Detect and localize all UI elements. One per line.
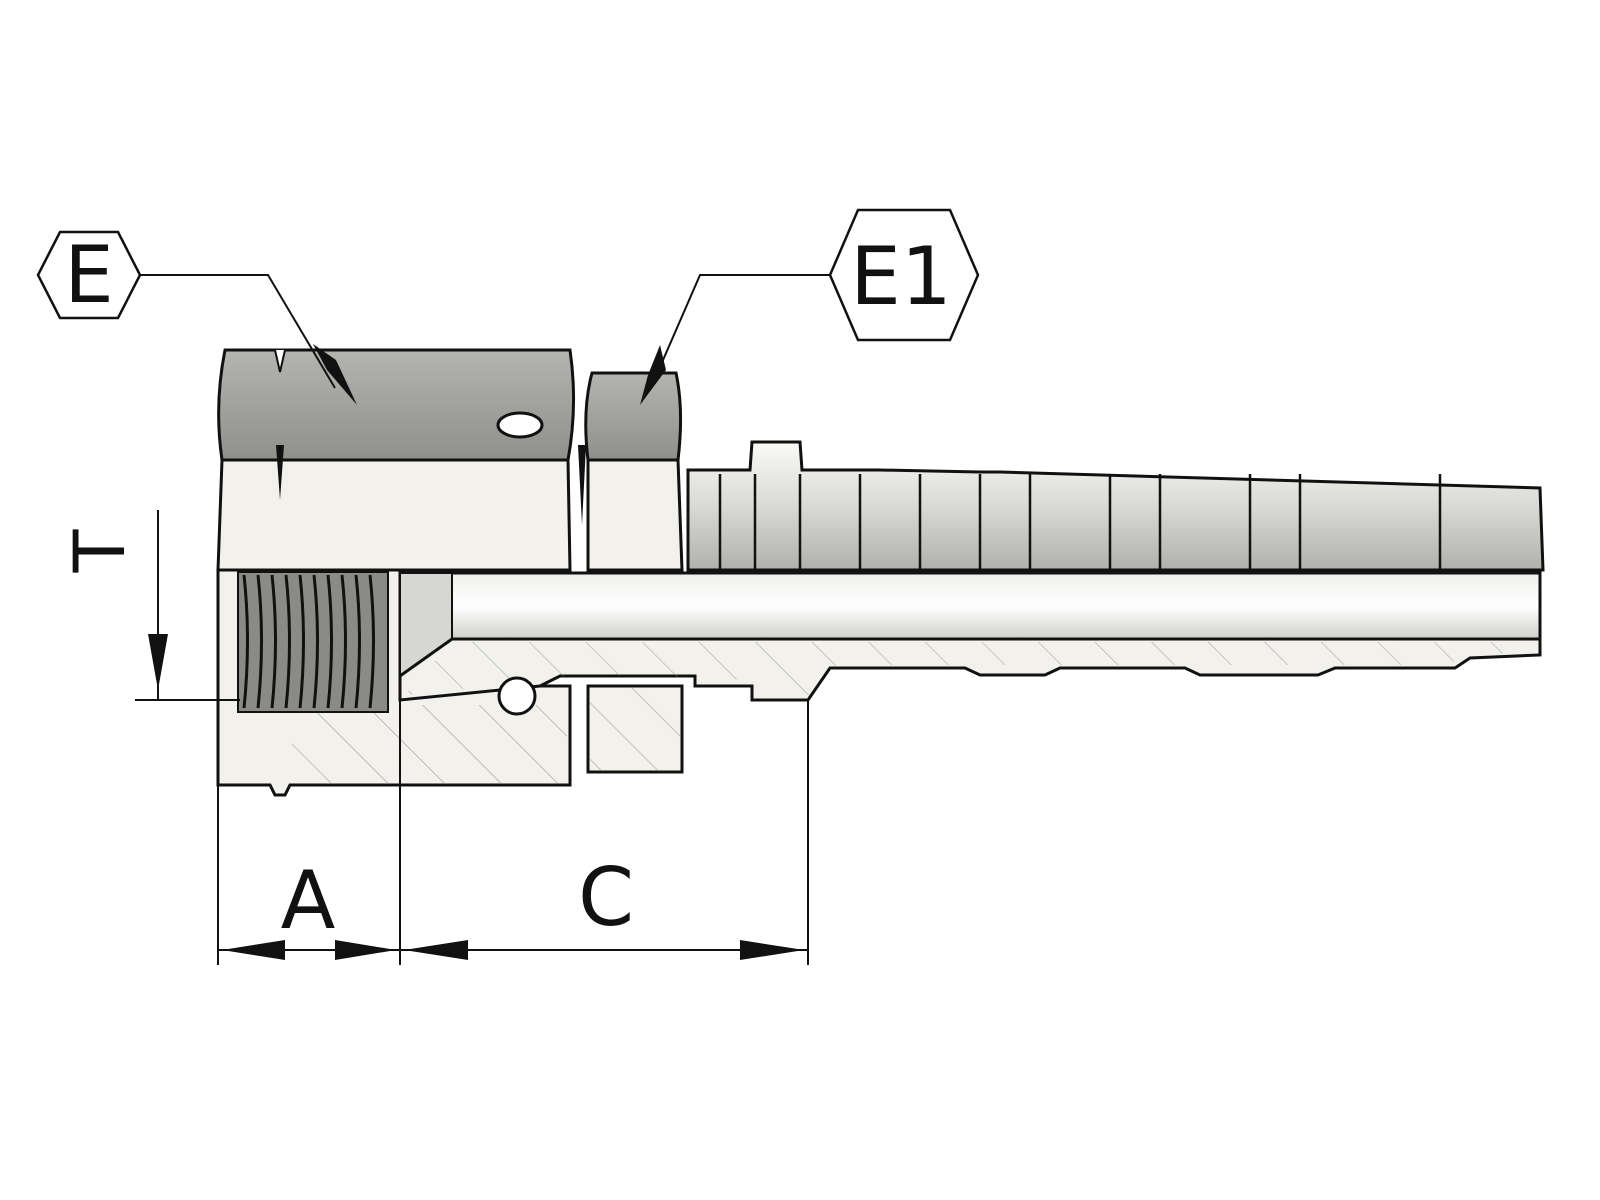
- arrowhead-a-right: [335, 940, 396, 960]
- arrowhead-e1: [640, 345, 666, 405]
- thread-line: [354, 574, 361, 709]
- dimension-a: A: [217, 700, 401, 965]
- bore: [398, 571, 1542, 641]
- dimension-t: T: [59, 510, 240, 701]
- arrowhead-e: [313, 344, 357, 405]
- nut-hex-band: [217, 348, 576, 462]
- label-a: A: [281, 854, 336, 947]
- nut-hatch-area: [292, 705, 567, 783]
- tail-outline: [686, 440, 1545, 572]
- thread-line: [326, 574, 333, 709]
- leader-e: [140, 274, 336, 389]
- thread-line: [256, 574, 263, 709]
- label-e: E: [64, 231, 113, 321]
- label-c: C: [578, 851, 634, 944]
- hose-tail-upper: [686, 440, 1545, 572]
- label-t: T: [59, 529, 141, 573]
- label-e1-hexagon: [828, 208, 980, 342]
- thread-line: [270, 574, 277, 709]
- hose-tail-lower: [398, 637, 1542, 716]
- nut-light-band: [216, 458, 572, 572]
- nut-oval-hole: [496, 411, 544, 439]
- nut-top-notch: [274, 349, 286, 373]
- hex-e1-light-band: [586, 458, 684, 572]
- arrowhead-t: [148, 634, 168, 690]
- thread-line: [312, 574, 319, 709]
- leader-e1: [649, 274, 830, 391]
- hex-e1-band: [584, 371, 683, 462]
- dimension-c: C: [400, 700, 809, 965]
- thread-line: [298, 574, 305, 709]
- label-e-callout: E: [36, 230, 357, 405]
- arrowhead-a-left: [222, 940, 285, 960]
- o-ring: [497, 676, 537, 716]
- hex-e1: [584, 371, 684, 774]
- thread-line: [340, 574, 347, 709]
- nut-side-notch: [578, 445, 586, 525]
- internal-thread: [237, 571, 389, 713]
- arrowhead-c-right: [740, 940, 804, 960]
- thread-line: [284, 574, 291, 709]
- thread-line: [242, 574, 249, 709]
- arrowhead-c-left: [404, 940, 468, 960]
- thread-line: [368, 574, 375, 709]
- label-e1: E1: [850, 230, 951, 323]
- nut-mid-notch: [276, 445, 284, 500]
- label-e1-callout: E1: [640, 208, 980, 405]
